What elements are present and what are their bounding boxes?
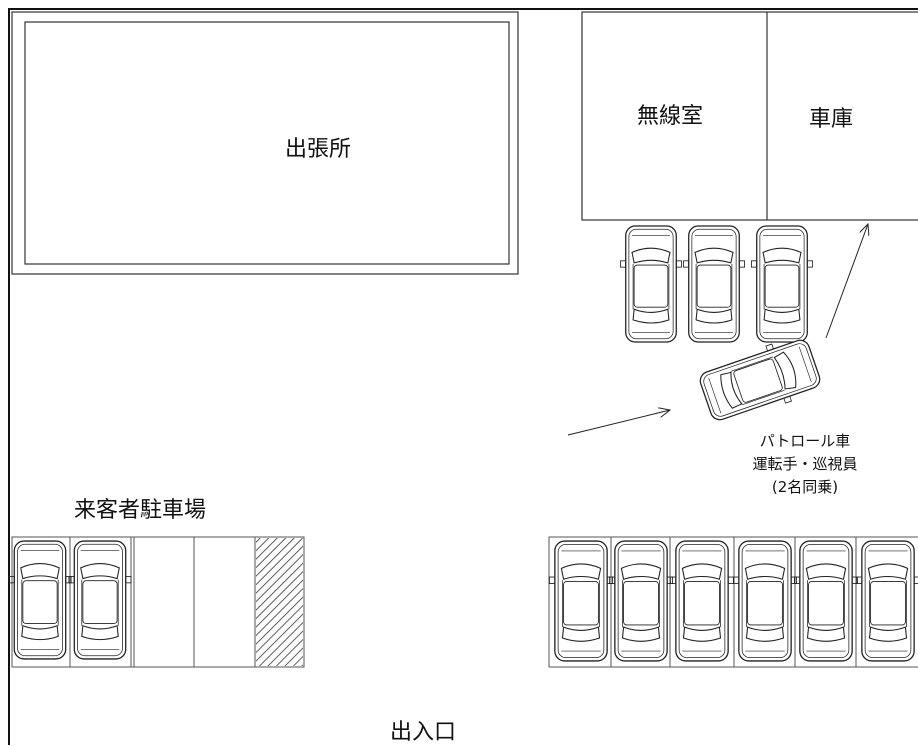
parked-car [548, 540, 614, 662]
parked-car [682, 225, 746, 343]
patrol-approach-arrow [567, 410, 670, 436]
patrol-garage-arrow [825, 224, 868, 339]
parked-car [619, 225, 683, 343]
patrol-car-caption: パトロール車 運転手・巡視員 (2名同乗) [730, 430, 880, 499]
top-row-cars [619, 225, 814, 343]
parked-car [793, 540, 859, 662]
garage-label: 車庫 [809, 107, 854, 132]
visitor-parking-row [8, 536, 305, 668]
patrol-car-caption-line3: (2名同乗) [771, 478, 839, 496]
parked-car [68, 540, 132, 660]
patrol-car [695, 332, 825, 428]
branch-office-label: 出張所 [285, 137, 352, 162]
parked-car [732, 540, 798, 662]
site-boundary [8, 8, 918, 745]
entrance-label: 出入口 [390, 720, 457, 745]
hatched-space [256, 538, 303, 666]
visitor-parking-label: 来客者駐車場 [74, 498, 207, 523]
bottom-right-parking-row [548, 536, 918, 668]
parked-car [750, 225, 814, 343]
branch-office-building [11, 11, 519, 275]
patrol-car-caption-line1: パトロール車 [759, 432, 851, 450]
radio-room-label: 無線室 [637, 104, 704, 129]
parked-car [608, 540, 674, 662]
parked-car [855, 540, 918, 662]
parked-car [8, 540, 72, 660]
parked-car [669, 540, 735, 662]
patrol-car-caption-line2: 運転手・巡視員 [752, 455, 858, 473]
radio-room-garage-block [581, 11, 918, 221]
